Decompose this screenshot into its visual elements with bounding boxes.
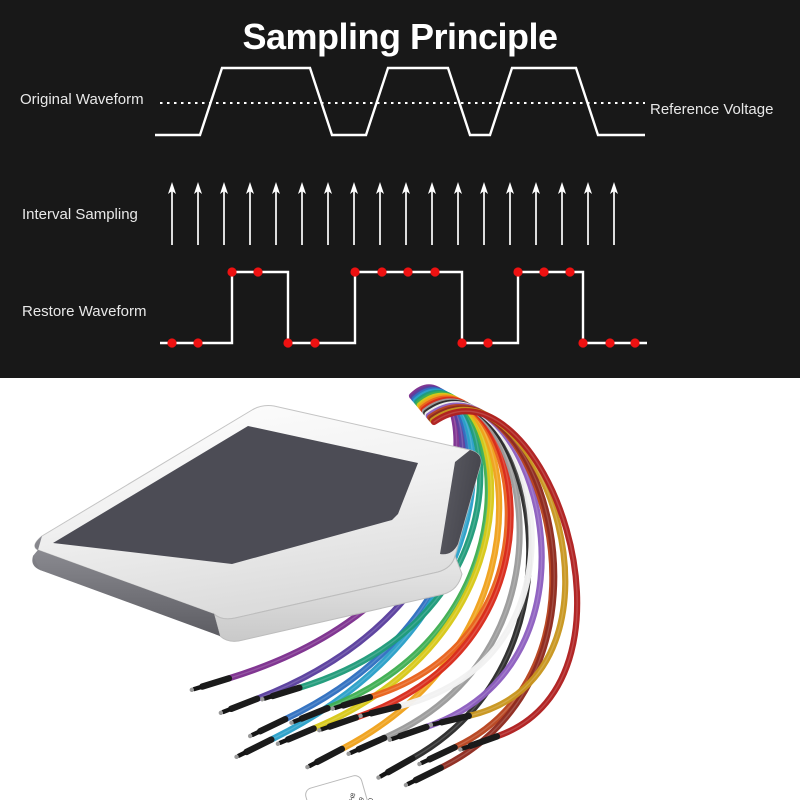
probe-tip: [358, 703, 402, 719]
channel-label-right: CH8: [347, 792, 357, 800]
sampling-principle-diagram: Sampling Principle Original Waveform Ref…: [0, 0, 800, 378]
probe-tip: [317, 714, 360, 733]
diagram-canvas: [155, 66, 647, 348]
probe-tip: [218, 695, 261, 716]
channel-label-right: CH9: [356, 796, 366, 800]
probe-tip: [330, 693, 374, 711]
wire-probe-tips: [189, 675, 501, 788]
probe-tip: [234, 736, 275, 760]
probe-tip: [289, 704, 331, 725]
restore-waveform-trace: [160, 270, 647, 345]
channel-label-right: CH10: [364, 797, 375, 800]
probe-tip: [305, 745, 346, 770]
label-interval-sampling: Interval Sampling: [22, 206, 138, 223]
probe-tip: [247, 715, 289, 739]
probe-tip: [275, 725, 317, 746]
probe-tip: [387, 723, 430, 742]
probe-tip: [260, 684, 303, 702]
probe-tip: [376, 755, 416, 780]
probe-tip: [417, 744, 458, 767]
sampling-arrows-group: [168, 182, 618, 245]
ribbon-cable-front: [311, 392, 581, 771]
probe-tip: [189, 675, 233, 693]
label-original-waveform: Original Waveform: [20, 91, 144, 108]
product-photo: LA2016 Kingst Logic Analyzer Status USB …: [0, 378, 800, 800]
device-label: [53, 426, 418, 564]
sample-points-group: [167, 267, 640, 348]
channel-pin-header: [305, 775, 386, 800]
probe-wire: [430, 408, 581, 740]
probe-tip: [458, 733, 501, 752]
original-waveform-trace: [155, 66, 645, 137]
logic-analyzer-illustration: LA2016 Kingst Logic Analyzer Status USB …: [32, 384, 581, 800]
label-reference-voltage: Reference Voltage: [650, 101, 774, 118]
probe-tip: [428, 712, 472, 728]
label-restore-waveform: Restore Waveform: [22, 303, 147, 320]
diagram-title: Sampling Principle: [242, 16, 558, 57]
probe-tip: [403, 764, 444, 788]
probe-tip: [346, 734, 388, 756]
channel-labels-right: CH8CH9CH10CH11CH12CH13CH14CH15GNDPWM2: [347, 792, 375, 800]
